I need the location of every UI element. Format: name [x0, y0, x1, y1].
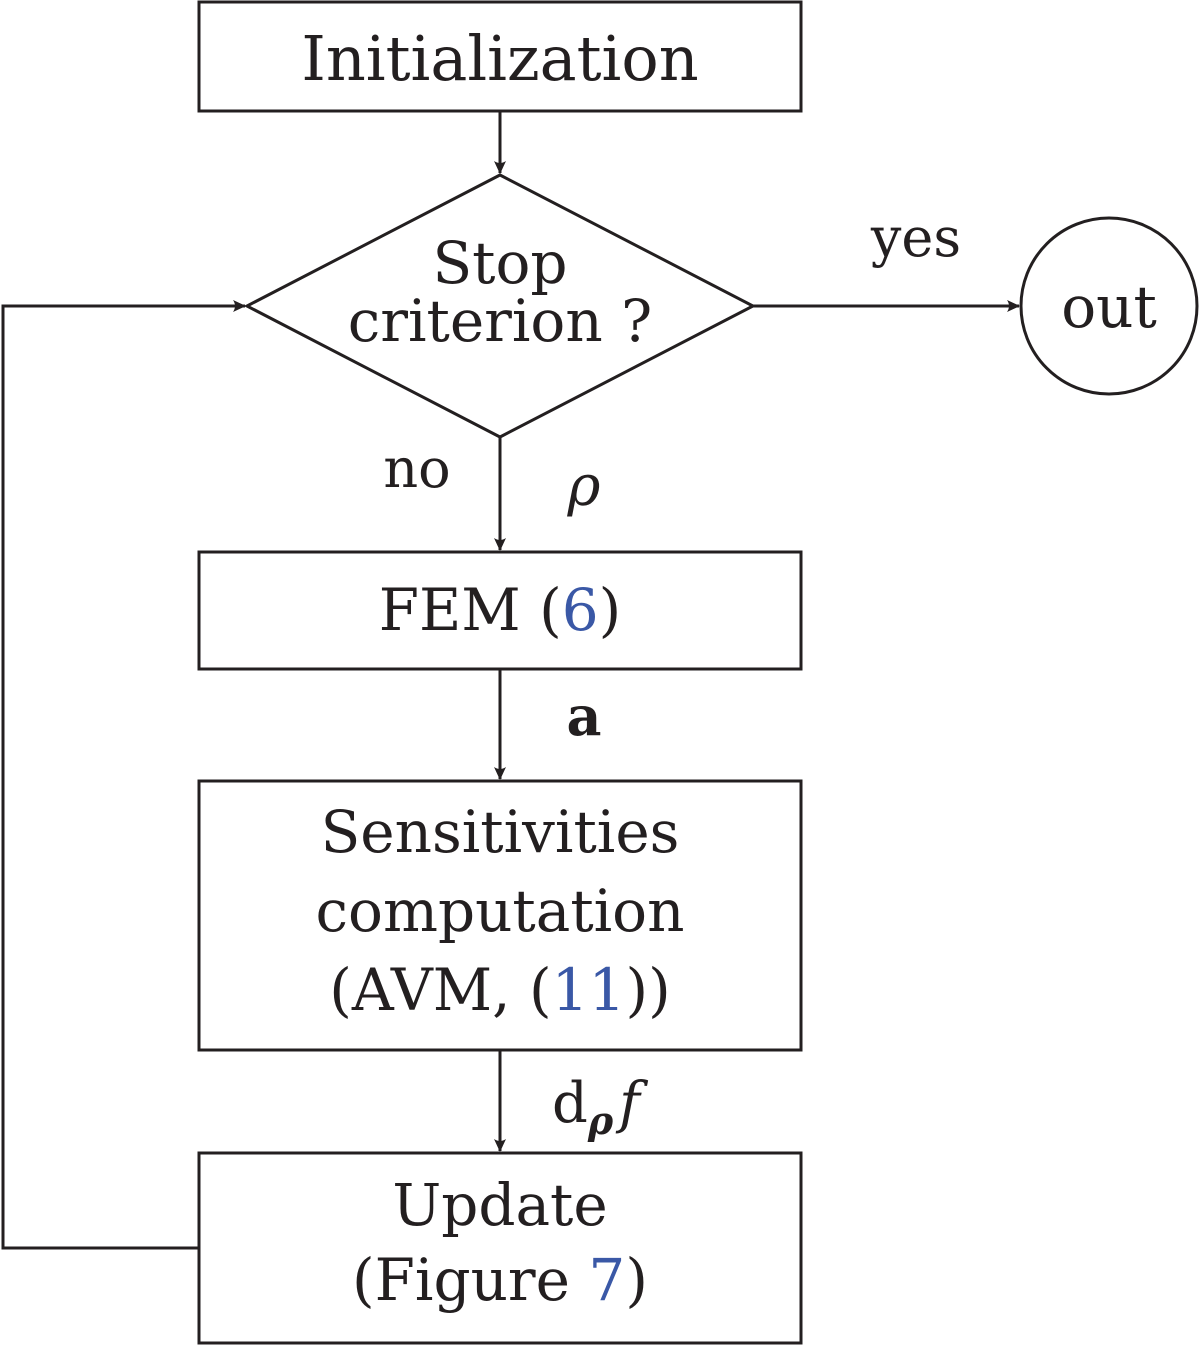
sensitivities-node: Sensitivities computation (AVM, (11)): [197, 779, 803, 1052]
sensitivities-line3-prefix: (AVM, (: [329, 956, 551, 1024]
sensitivities-label-line1: Sensitivities: [321, 798, 680, 866]
fem-node: FEM (6): [197, 550, 803, 671]
update-line2-prefix: (Figure: [352, 1246, 588, 1314]
edge-label-a: a: [567, 684, 602, 748]
equation-ref-link[interactable]: 6: [562, 576, 599, 644]
edge-label-yes: yes: [870, 206, 961, 269]
sensitivities-label-line2: computation: [316, 877, 685, 945]
fem-label-prefix: FEM (: [379, 576, 562, 644]
update-node: Update (Figure 7): [197, 1151, 803, 1345]
initialization-node: Initialization: [197, 0, 803, 113]
update-line2-suffix: ): [625, 1246, 648, 1314]
equation-ref-link[interactable]: 11: [552, 956, 626, 1024]
figure-ref-link[interactable]: 7: [588, 1246, 625, 1314]
arrow-update-loop-to-stop: [1, 300, 246, 1250]
fem-label: FEM (6): [379, 576, 622, 644]
stop-criterion-node: Stop criterion ?: [243, 173, 757, 439]
edge-label-rho: ρ: [567, 454, 601, 519]
fem-label-suffix: ): [599, 576, 622, 644]
sensitivities-line3-suffix: )): [625, 956, 670, 1024]
update-label-line1: Update: [392, 1171, 607, 1239]
edge-label-rho-subscript: ρ: [587, 1098, 614, 1143]
initialization-label: Initialization: [301, 22, 698, 95]
edge-label-f: f: [615, 1071, 649, 1136]
edge-label-d: d: [552, 1071, 588, 1136]
stop-criterion-label-line2: criterion ?: [348, 287, 652, 355]
edge-label-no: no: [383, 437, 450, 500]
stop-criterion-label-line1: Stop: [432, 229, 567, 297]
out-label: out: [1061, 273, 1157, 341]
out-node: out: [1019, 216, 1199, 396]
sensitivities-label-line3: (AVM, (11)): [329, 956, 670, 1024]
update-label-line2: (Figure 7): [352, 1246, 648, 1314]
